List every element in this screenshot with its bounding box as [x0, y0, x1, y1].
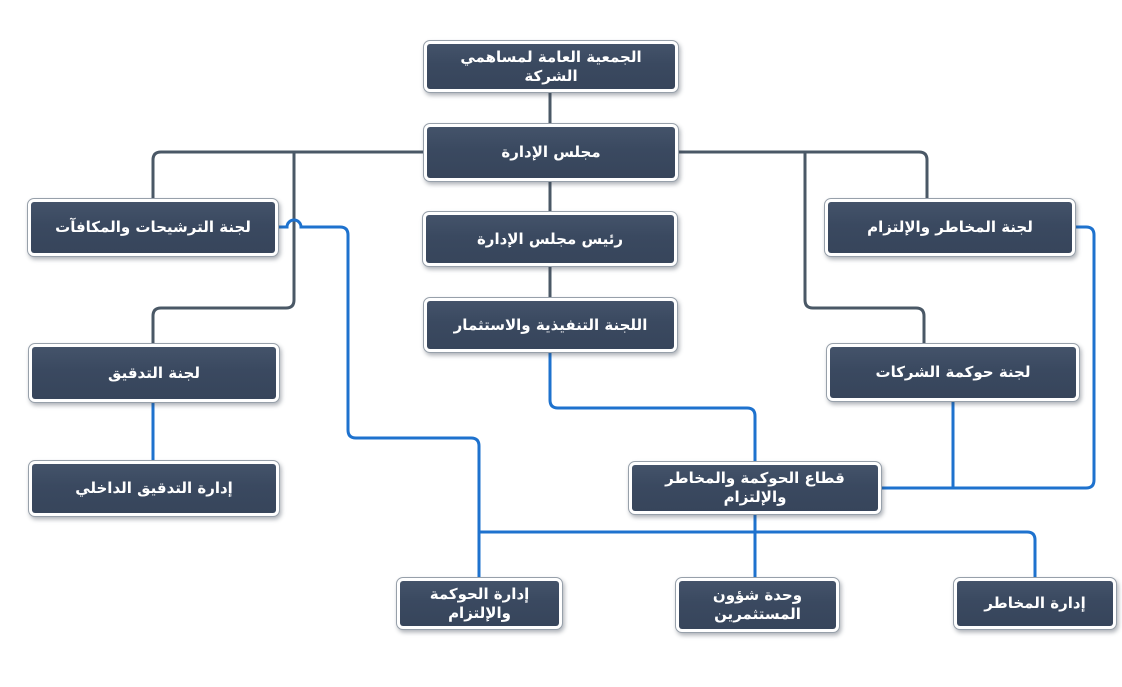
node-chairman: رئيس مجلس الإدارة [422, 211, 678, 267]
node-governance-compliance-dept-label: إدارة الحوكمة والإلتزام [400, 581, 559, 626]
connector-grc-distributor [477, 530, 1037, 579]
connector-risk-committee-grc-sector [880, 225, 1096, 490]
node-grc-sector-label: قطاع الحوكمة والمخاطر والإلتزام [632, 465, 878, 511]
node-exec-investment-committee-label: اللجنة التنفيذية والاستثمار [427, 301, 674, 349]
connector-exec-grc-sector [548, 351, 757, 463]
node-board: مجلس الإدارة [423, 123, 679, 182]
node-internal-audit-dept: إدارة التدقيق الداخلي [28, 460, 280, 517]
node-nomination-remuneration-committee: لجنة الترشيحات والمكافآت [27, 198, 279, 257]
connector-board-nominations [151, 150, 425, 200]
connector-board-risk-committee [676, 150, 929, 200]
node-governance-compliance-dept: إدارة الحوكمة والإلتزام [396, 577, 563, 630]
node-audit-committee: لجنة التدقيق [28, 343, 280, 403]
node-general-assembly: الجمعية العامة لمساهمي الشركة [423, 40, 679, 93]
node-corporate-governance-committee: لجنة حوكمة الشركات [826, 343, 1080, 402]
node-risk-compliance-committee: لجنة المخاطر والإلتزام [824, 198, 1076, 257]
node-board-label: مجلس الإدارة [427, 127, 675, 178]
node-corporate-governance-committee-label: لجنة حوكمة الشركات [830, 347, 1076, 398]
node-audit-committee-label: لجنة التدقيق [32, 347, 276, 399]
connector-nominations-governance-dept [277, 218, 481, 579]
node-risk-compliance-committee-label: لجنة المخاطر والإلتزام [828, 202, 1072, 253]
node-nomination-remuneration-committee-label: لجنة الترشيحات والمكافآت [31, 202, 275, 253]
node-grc-sector: قطاع الحوكمة والمخاطر والإلتزام [628, 461, 882, 515]
node-internal-audit-dept-label: إدارة التدقيق الداخلي [32, 464, 276, 513]
connector-board-governance-committee [803, 150, 926, 345]
node-general-assembly-label: الجمعية العامة لمساهمي الشركة [427, 44, 675, 89]
node-risk-dept-label: إدارة المخاطر [957, 581, 1113, 626]
node-investor-affairs-unit: وحدة شؤون المستثمرين [675, 577, 840, 633]
node-risk-dept: إدارة المخاطر [953, 577, 1117, 630]
node-exec-investment-committee: اللجنة التنفيذية والاستثمار [423, 297, 678, 353]
connector-board-audit-committee [151, 150, 296, 345]
node-chairman-label: رئيس مجلس الإدارة [426, 215, 674, 263]
node-investor-affairs-unit-label: وحدة شؤون المستثمرين [679, 581, 836, 629]
